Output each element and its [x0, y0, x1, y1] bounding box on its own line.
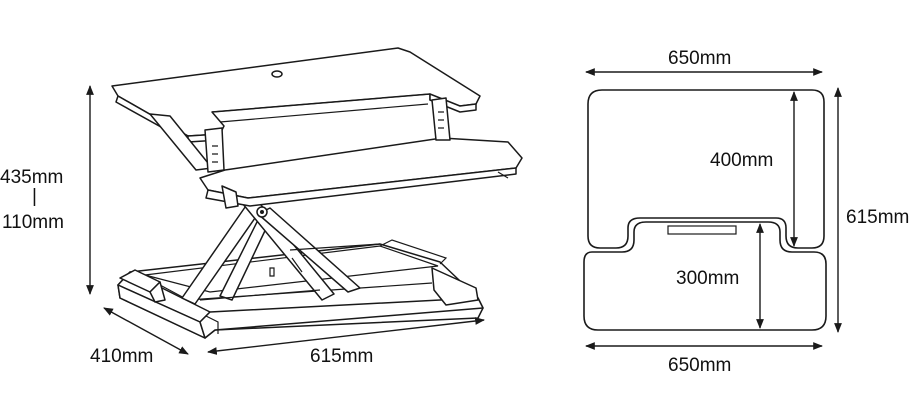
top-width-label: 650mm [668, 48, 731, 69]
width-label: 615mm [310, 346, 373, 367]
upper-depth-label: 400mm [710, 150, 773, 171]
width-dimension-line [207, 317, 485, 355]
bottom-width-label: 650mm [668, 355, 731, 376]
height-min-label: 110mm [2, 212, 64, 233]
top-view-tray-outline [583, 221, 827, 331]
height-separator: | [32, 186, 37, 207]
depth-label: 410mm [90, 346, 153, 367]
lower-depth-label: 300mm [676, 268, 739, 289]
top-view-desktop-outline [587, 89, 825, 249]
depth-dimension-line [103, 307, 189, 355]
desktop-brackets [149, 97, 451, 173]
keyboard-tray [199, 137, 523, 209]
total-depth-label: 615mm [846, 207, 909, 228]
desk-converter-illustration: 435mm | 110mm 410mm 615mm [0, 47, 523, 367]
top-view-illustration: 650mm 650mm 615mm 400mm 300mm [583, 48, 909, 376]
height-max-label: 435mm [0, 167, 63, 188]
tray-notch [667, 225, 737, 235]
scissor-lift [181, 193, 381, 305]
